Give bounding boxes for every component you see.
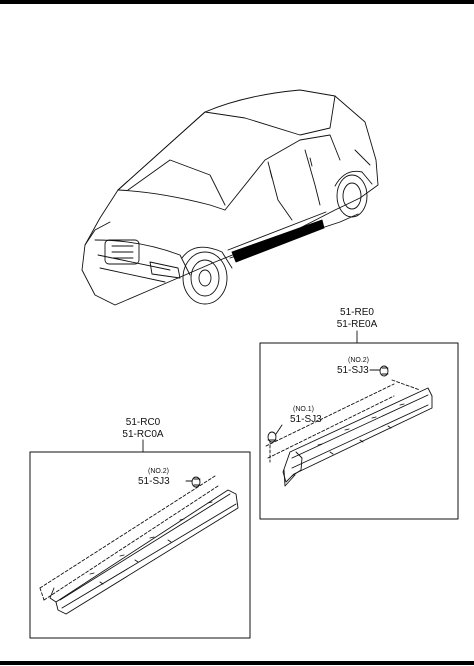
rear-clip-no1-icon [267,424,283,443]
rear-clip-no1-tag: (NO.1) [293,406,314,413]
rear-clip-no1-part: 51-SJ3 [290,414,322,425]
rear-clip-no2-part: 51-SJ3 [337,365,369,376]
front-callout-code-2: 51-RC0A [122,429,164,440]
rear-clip-no2-tag: (NO.2) [348,357,369,364]
front-side-garnish [39,475,239,615]
front-clip-no2-tag: (NO.2) [148,468,169,475]
top-border-rule [0,0,474,4]
rear-callout-code-1: 51-RE0 [340,307,374,318]
front-clip-no2-part: 51-SJ3 [138,476,170,487]
rear-panel-box [259,342,459,520]
front-panel-box [29,451,251,639]
sill-molding-highlight [231,219,325,263]
front-callout-code-1: 51-RC0 [125,417,161,428]
rear-side-garnish [265,379,433,487]
rear-clip-no2-icon [369,365,389,377]
rear-callout-code-2: 51-RE0A [336,319,378,330]
front-clip-no2-icon [185,476,201,488]
bottom-border-rule [0,661,474,665]
vehicle-illustration [81,89,379,306]
